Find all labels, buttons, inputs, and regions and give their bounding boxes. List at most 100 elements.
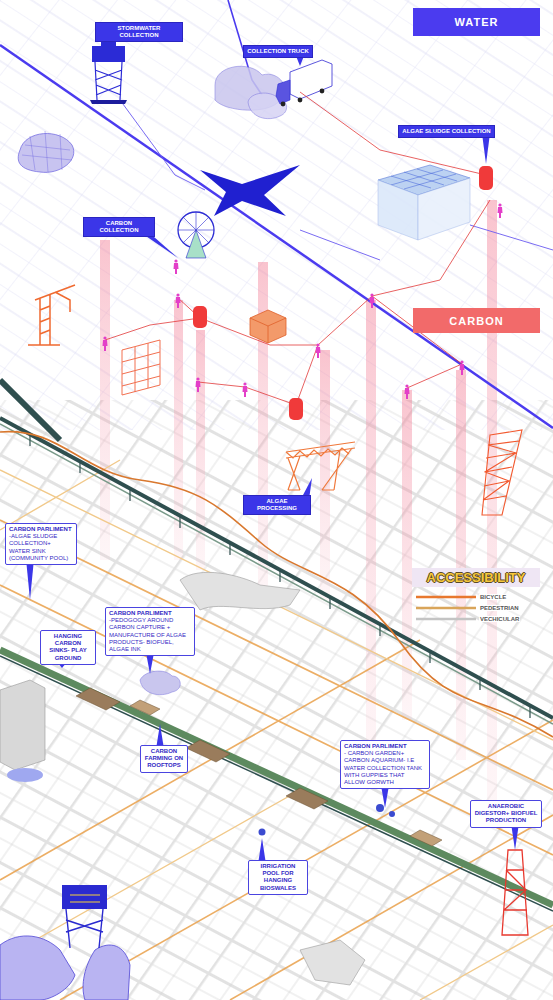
person-figure: [196, 377, 201, 392]
callout-box: CARBON PARLIMENT- CARBON GARDEN+ CARBON …: [340, 740, 430, 789]
bicycle-route: [0, 520, 553, 1000]
callout-heading: CARBON COLLECTION: [87, 220, 151, 234]
street-grid: [0, 0, 553, 430]
callout-heading: CARBON: [449, 315, 503, 327]
callout-body: - CARBON GARDEN+ CARBON AQUARIUM- I.E WA…: [344, 750, 426, 786]
callout-pointer: [147, 655, 154, 674]
person-figure: [370, 293, 375, 308]
crane: [28, 285, 75, 345]
hand: [0, 936, 75, 1000]
hanging-sink-cloud: [140, 671, 180, 695]
person-figure: [174, 259, 179, 274]
callout-box: CARBON FARMING ON ROOFTOPS: [140, 745, 188, 773]
callout-heading: IRRIGATION POOL FOR HANGING BIOSWALES: [252, 863, 304, 892]
carbon-collector: [479, 166, 493, 190]
street-grid: [0, 400, 553, 1000]
bioswale-band: [0, 650, 553, 905]
carbon-collector: [289, 398, 303, 420]
carbon-beam: [100, 240, 110, 560]
legend-text: VECHICULAR: [479, 616, 520, 622]
callout-box: IRRIGATION POOL FOR HANGING BIOSWALES: [248, 860, 308, 895]
ferris-wheel: [178, 212, 214, 258]
legend-line-sample: [416, 594, 476, 600]
site-plot: [130, 700, 442, 846]
callout-heading: COLLECTION TRUCK: [247, 48, 309, 55]
legend-text: PEDESTRIAN: [479, 605, 520, 611]
legend-line-sample: [416, 605, 476, 611]
scaffold: [122, 340, 160, 395]
callout-pointer: [483, 137, 490, 164]
community-pool: [7, 768, 43, 782]
tower-lattice: [95, 62, 122, 100]
person-figure: [243, 382, 248, 397]
irrigation-pool: [259, 829, 266, 836]
callout-heading: STORMWATER COLLECTION: [99, 25, 179, 39]
collection-truck: [276, 60, 332, 106]
building: [0, 680, 45, 770]
water-line: [120, 100, 553, 260]
callout-box: HANGING CARBON SINKS- PLAY GROUND: [40, 630, 96, 665]
pedestrian-route: [0, 460, 553, 1000]
aquarium-tank: [376, 804, 384, 812]
section-label: ACCESSIBILITY: [412, 568, 540, 587]
algae-tank: [378, 165, 470, 240]
person-figure: [176, 293, 181, 308]
legend-line: [416, 606, 476, 609]
digestor-tower: [502, 850, 528, 935]
aquarium-tank: [389, 811, 395, 817]
map-fragment: [180, 572, 300, 610]
truck-body: [290, 60, 332, 99]
truck-wheel: [320, 89, 325, 94]
callout-box: ALGAE PROCESSING: [243, 495, 311, 515]
callout-heading: ALGAE PROCESSING: [247, 498, 307, 512]
legend-line: [416, 595, 476, 598]
person-figure: [103, 336, 108, 351]
callout-heading: CARBON PARLIMENT: [109, 610, 191, 617]
callout-heading: HANGING CARBON SINKS- PLAY GROUND: [44, 633, 92, 662]
carbon-beam: [456, 370, 466, 760]
person-figure: [498, 203, 503, 218]
tower-base: [90, 100, 127, 104]
carbon-collector: [193, 306, 207, 328]
callout-pointer: [382, 788, 389, 808]
callout-heading: CARBON PARLIMENT: [9, 526, 73, 533]
callout-pointer: [512, 827, 519, 850]
callout-heading: CARBON PARLIMENT: [344, 743, 426, 750]
mesh-lines: [22, 131, 72, 172]
street-grid: [0, 400, 553, 1000]
person-figure: [316, 343, 321, 358]
person-figure: [460, 360, 465, 375]
site-plot: [76, 688, 328, 809]
map-fragment: [300, 940, 365, 985]
wheel-base: [186, 230, 206, 258]
carbon-beam: [366, 300, 376, 760]
callout-box: CARBON PARLIMENT-PEDOGOGY AROUND CARBON …: [105, 607, 195, 656]
callout-heading: CARBON FARMING ON ROOFTOPS: [144, 748, 184, 770]
legend-text: BICYCLE: [479, 594, 507, 600]
legend-line: [416, 617, 476, 620]
callout-box: CARBON PARLIMENT-ALGAE SLUDGE COLLECTION…: [5, 523, 77, 565]
street-grid: [0, 0, 553, 430]
elevated-rail: [0, 418, 553, 718]
callout-pointer: [297, 57, 304, 66]
elevated-rail: [0, 424, 553, 724]
callout-box: ALGAE SLUDGE COLLECTION: [398, 125, 495, 138]
hand: [83, 945, 130, 1000]
callout-box: COLLECTION TRUCK: [243, 45, 313, 58]
callout-box: STORMWATER COLLECTION: [95, 22, 183, 42]
hands-model: [0, 885, 130, 1000]
legend-row: VECHICULAR: [416, 614, 520, 623]
callout-body: -PEDOGOGY AROUND CARBON CAPTURE + MANUFA…: [109, 617, 191, 653]
tank-side: [418, 178, 470, 240]
tent-canopy: [200, 165, 300, 216]
callout-body: -ALGAE SLUDGE COLLECTION+ WATER SINK (CO…: [9, 533, 73, 562]
model-tower-legs: [66, 909, 103, 948]
crane: [482, 430, 522, 515]
callout-heading: WATER: [455, 16, 499, 28]
callout-heading: ANAEROBIC DIGESTOR+ BIOFUEL PRODUCTION: [474, 803, 538, 825]
callout-pointer: [303, 478, 313, 496]
mesh-blob: [18, 134, 74, 173]
